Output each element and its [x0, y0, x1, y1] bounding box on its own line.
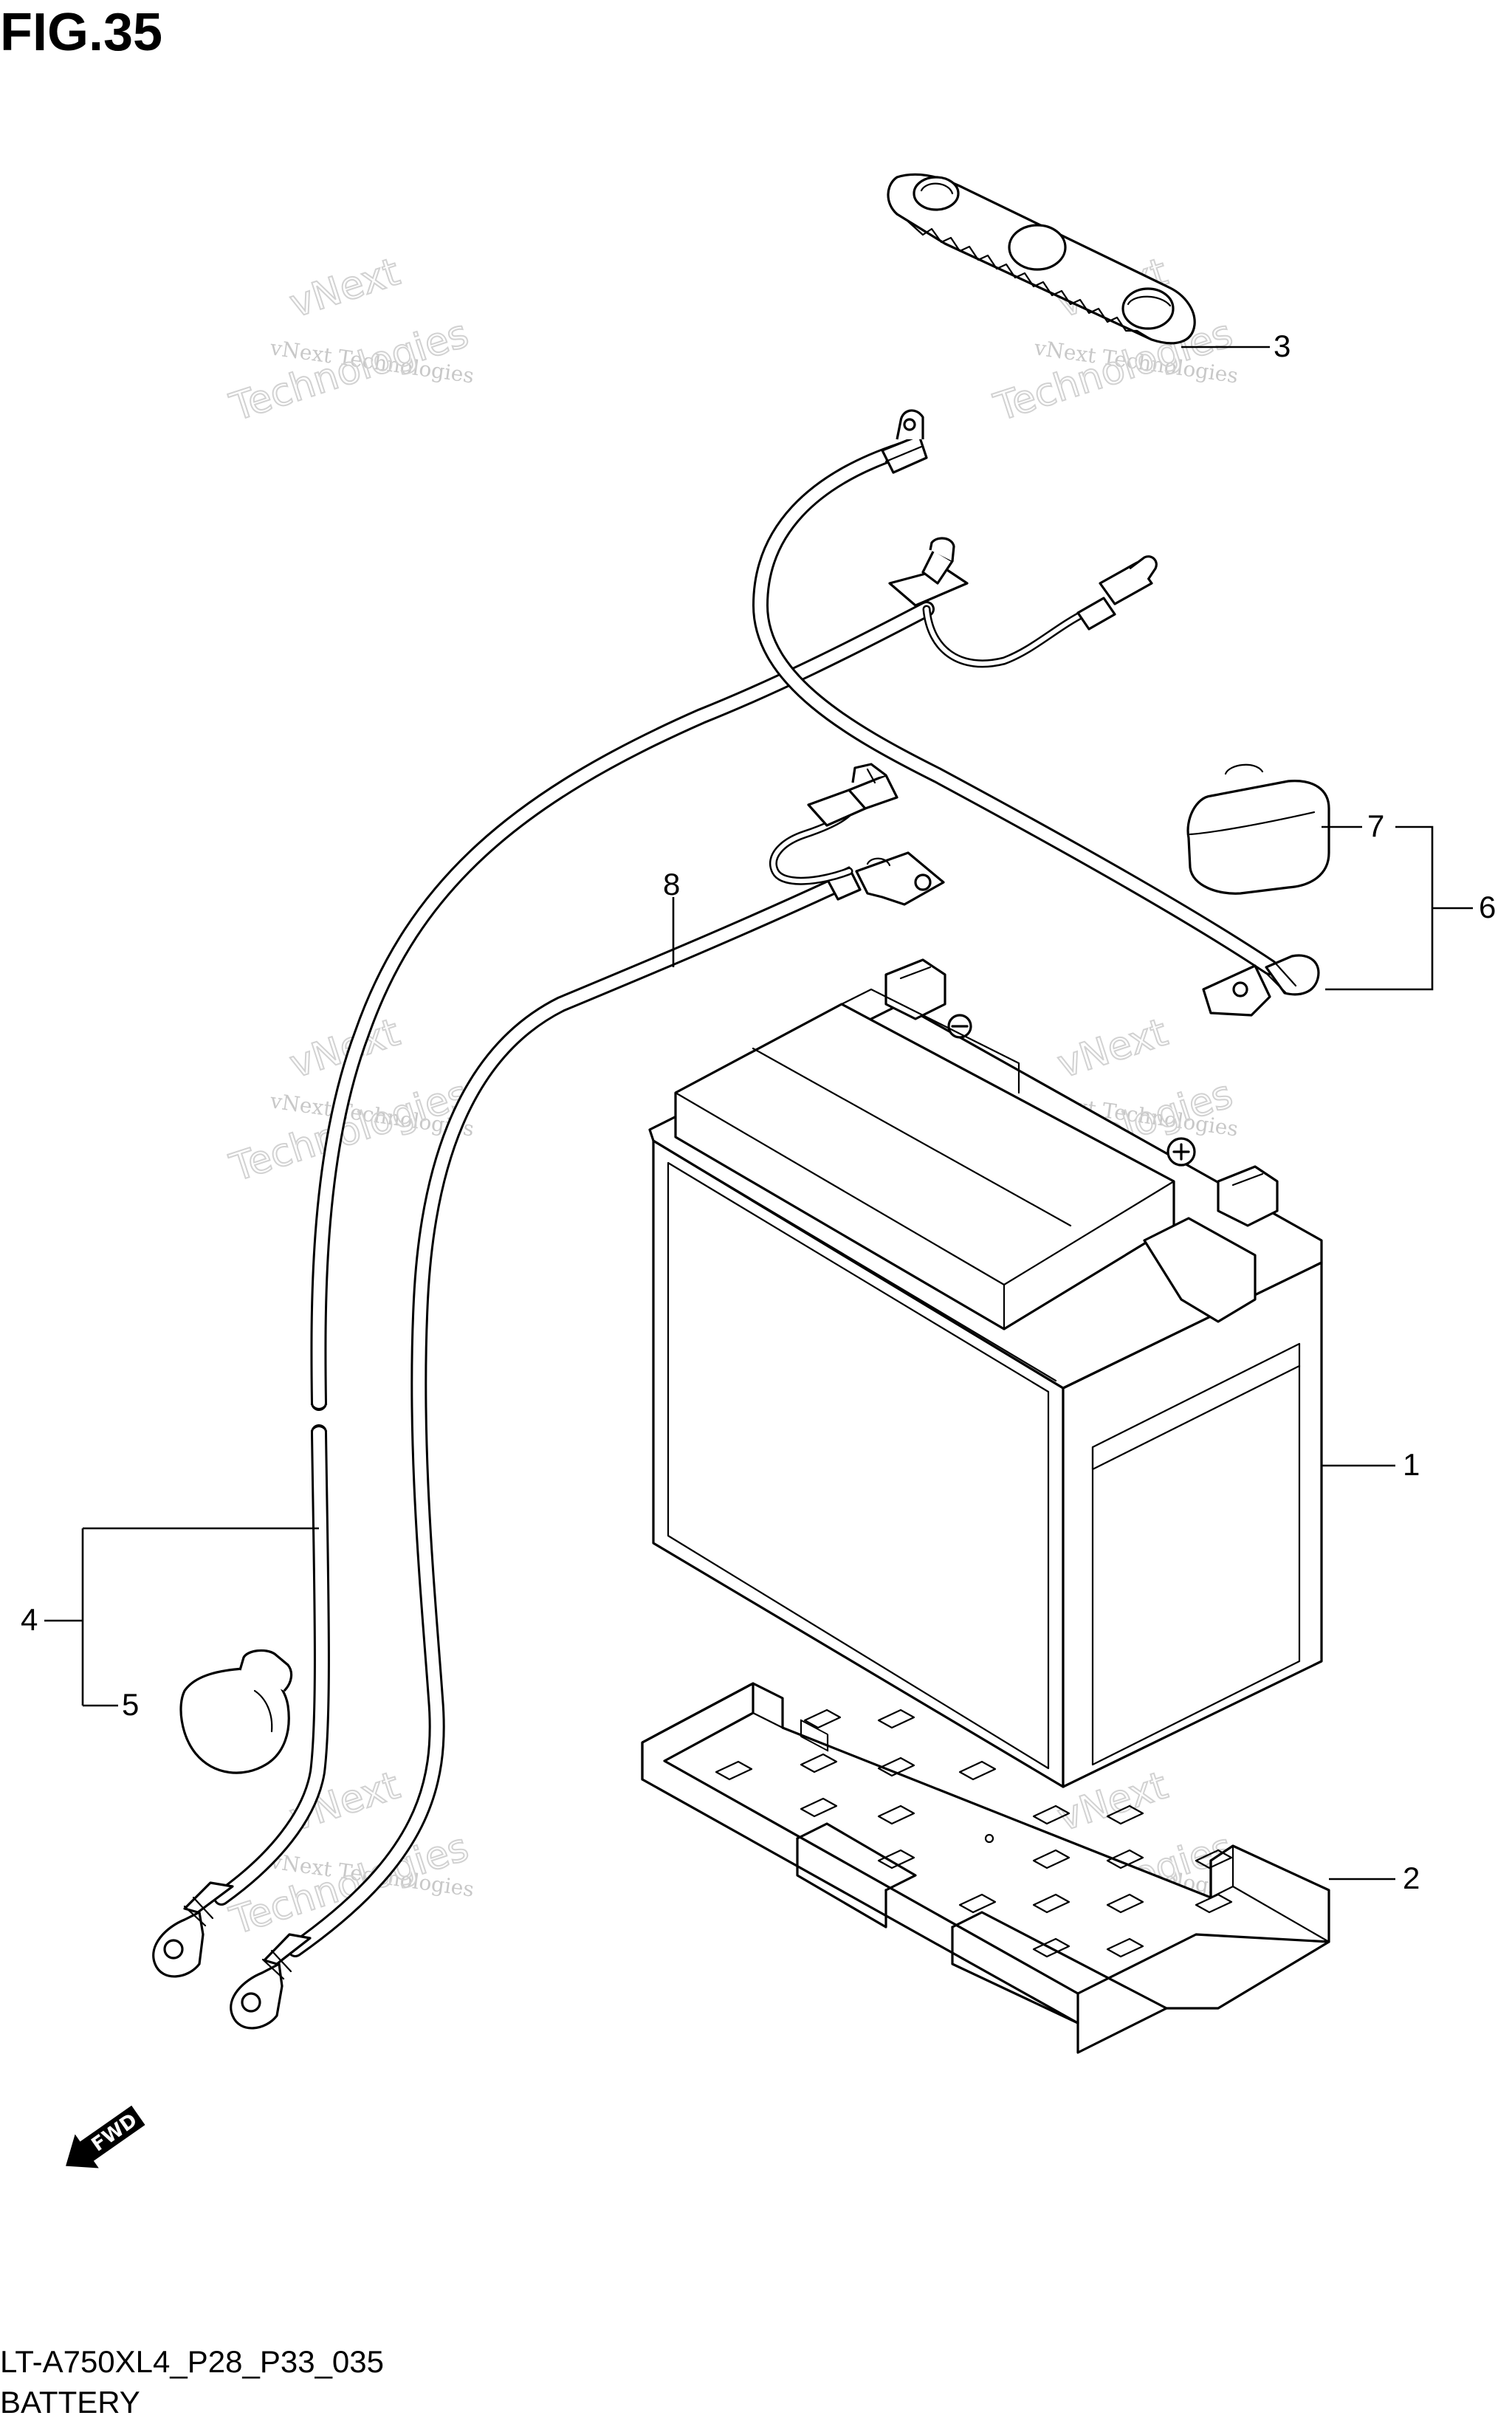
watermark-text: vNext: [1052, 1010, 1172, 1087]
callout-8: 8: [663, 867, 680, 902]
cover-hole: [1121, 287, 1175, 330]
watermark-text: vNext: [284, 250, 405, 326]
watermark-top-left: vNext Technologies vNext Technologies: [224, 249, 476, 430]
callout-3: 3: [1274, 329, 1291, 363]
callout-7: 7: [1367, 808, 1384, 843]
callout-1: 1: [1403, 1447, 1420, 1482]
part-5-terminal-boot: [179, 1649, 293, 1774]
callout-6: 6: [1479, 890, 1496, 924]
part-7-terminal-cap: [1186, 763, 1330, 895]
part-4-connector-end: [888, 537, 1158, 668]
diagram-name: BATTERY: [0, 2385, 140, 2420]
part-8-terminal-end: [769, 763, 945, 906]
part-3-terminal-cover: [887, 173, 1196, 345]
part-8-battery-cable-positive: [230, 878, 842, 2030]
fwd-arrow-icon: FWD: [66, 2105, 145, 2168]
fwd-label: FWD: [88, 2109, 142, 2157]
cover-hole: [913, 176, 960, 211]
figure-title: FIG.35: [0, 3, 162, 62]
cover-hole: [1008, 224, 1067, 271]
callout-5: 5: [122, 1687, 139, 1722]
part-1-battery: [648, 958, 1323, 1788]
leader-lines: [44, 346, 1473, 1881]
callout-2: 2: [1403, 1861, 1420, 1895]
callout-4: 4: [21, 1602, 38, 1637]
part-6-cable: [752, 409, 1320, 1017]
diagram-code: LT-A750XL4_P28_P33_035: [0, 2344, 384, 2379]
part-2-battery-tray: [641, 1682, 1330, 2054]
